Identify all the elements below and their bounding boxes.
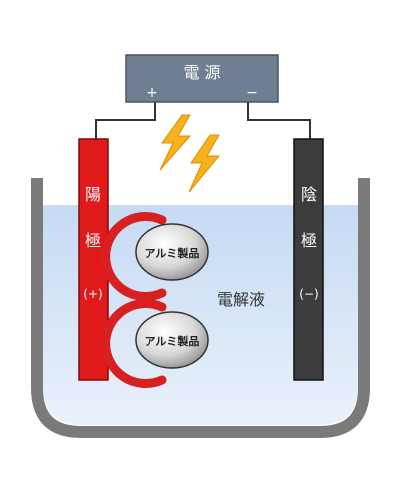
anode-polarity: (+) bbox=[83, 287, 102, 301]
clamp-2 bbox=[101, 299, 167, 388]
anode-label-2: 極 bbox=[85, 231, 101, 250]
workpiece-label-1: アルミ製品 bbox=[145, 246, 200, 260]
workpiece-1 bbox=[135, 223, 209, 281]
cathode-label-1: 陰 bbox=[301, 185, 317, 204]
lightning-bolt-icon bbox=[188, 134, 221, 193]
cathode-polarity: (−) bbox=[299, 287, 318, 301]
anode-label-1: 陽 bbox=[85, 185, 101, 204]
power-supply-box bbox=[125, 54, 279, 103]
cathode-electrode bbox=[293, 138, 324, 381]
wire-positive bbox=[95, 95, 156, 140]
tank bbox=[31, 178, 370, 438]
power-supply-label: 電 源 bbox=[183, 63, 220, 82]
workpiece-label-2: アルミ製品 bbox=[145, 334, 200, 348]
power-supply-plus: + bbox=[146, 85, 158, 101]
clamp-1 bbox=[101, 212, 167, 301]
workpiece-2 bbox=[135, 311, 209, 369]
power-supply-minus: − bbox=[246, 85, 258, 101]
lightning-bolt-icon bbox=[159, 114, 192, 171]
electrolyte-label: 電解液 bbox=[217, 290, 265, 309]
cathode-label-2: 極 bbox=[301, 231, 317, 250]
wire-negative bbox=[247, 95, 311, 140]
